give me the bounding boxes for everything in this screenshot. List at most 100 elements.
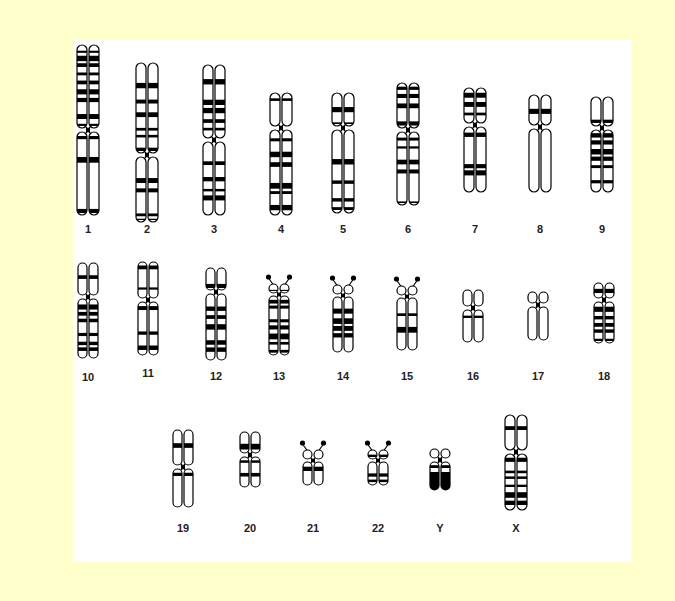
band [76, 114, 100, 119]
chromatid-outline [528, 307, 537, 340]
chromatid-arm [269, 284, 278, 293]
band [331, 207, 355, 210]
chromatid-outline [397, 83, 407, 128]
centromere [438, 459, 442, 462]
band [590, 120, 614, 123]
band [137, 306, 159, 310]
chromosome [528, 95, 552, 192]
band [239, 460, 261, 462]
band [268, 342, 290, 345]
band [504, 492, 528, 498]
band [205, 315, 227, 319]
band [76, 81, 100, 85]
chromatid-arm [251, 432, 260, 453]
chromatid-outline [441, 449, 450, 458]
chromatid-arm [282, 130, 292, 215]
chromatid-arm [505, 415, 515, 450]
chromatid-arm [333, 285, 342, 294]
centromere [311, 458, 315, 463]
chromosome [202, 65, 226, 215]
chromatid-arm [539, 292, 548, 303]
band [396, 94, 420, 98]
chromatid-outline [529, 95, 539, 125]
centromere [181, 466, 185, 469]
centromere [376, 458, 380, 463]
satellite [386, 440, 391, 445]
centromere [536, 302, 540, 308]
band [137, 331, 159, 334]
satellite [365, 440, 370, 445]
centromere [602, 299, 606, 302]
chromatid-outline [464, 127, 474, 192]
band [504, 426, 528, 430]
band [593, 329, 615, 332]
band [135, 219, 159, 220]
centromere [248, 454, 252, 457]
chromosome-number: 17 [532, 371, 544, 382]
chromosome [504, 415, 528, 510]
chromatid-outline [463, 290, 472, 306]
chromatid-arm [397, 286, 406, 295]
centromere [405, 294, 409, 299]
centromere [181, 464, 185, 470]
chromosome [330, 275, 356, 352]
chromatid-arm [89, 132, 99, 215]
chromatid-outline [368, 450, 377, 459]
chromatid-outline [148, 63, 158, 153]
chromatid-outline [332, 93, 342, 126]
band [77, 312, 99, 316]
band [367, 480, 389, 483]
chromosome-number: 5 [340, 224, 346, 235]
chromatid-outline [463, 310, 472, 342]
band [202, 79, 226, 84]
band [76, 56, 100, 61]
chromatid-outline [206, 294, 215, 360]
band [331, 107, 355, 112]
centromere [86, 294, 90, 300]
chromatid-outline [539, 292, 548, 303]
satellite [415, 276, 420, 281]
band [269, 191, 293, 194]
centromere [311, 459, 315, 462]
band [268, 350, 290, 353]
chromosome [266, 274, 292, 355]
chromatid-outline [441, 462, 450, 490]
chromatid-outline [397, 286, 406, 295]
chromatid-outline [368, 462, 377, 485]
chromosome [593, 283, 615, 343]
band [396, 160, 420, 165]
chromatid-outline [184, 469, 193, 507]
band [332, 318, 354, 324]
band [396, 146, 420, 148]
chromatid-outline [240, 457, 249, 487]
chromatid-outline [344, 130, 354, 213]
centromere [438, 457, 442, 463]
chromatid-outline [379, 450, 388, 459]
chromatid-outline [517, 415, 527, 450]
chromatid-outline [474, 310, 483, 342]
centromere [279, 125, 283, 131]
chromatid-outline [89, 263, 98, 295]
chromosome-number: 12 [210, 371, 222, 382]
chromatid-outline [282, 93, 292, 126]
band [504, 476, 528, 478]
chromatid-arm [463, 310, 472, 342]
band [504, 458, 528, 462]
chromatid-outline [332, 130, 342, 213]
chromatid-outline [89, 132, 99, 215]
chromosome-number: 6 [405, 224, 411, 235]
chromosome-number: 15 [401, 371, 413, 382]
chromosome [239, 432, 261, 487]
band [76, 72, 100, 75]
band [367, 455, 389, 457]
band [367, 473, 389, 476]
chromatid-outline [397, 132, 407, 205]
chromatid-outline [505, 415, 515, 450]
centromere [279, 127, 283, 130]
chromatid-arm [463, 290, 472, 306]
chromatid-arm [270, 130, 280, 215]
chromatid-arm [89, 263, 98, 295]
band [202, 161, 226, 165]
chromosome-number: 9 [599, 224, 605, 235]
band [268, 300, 290, 304]
